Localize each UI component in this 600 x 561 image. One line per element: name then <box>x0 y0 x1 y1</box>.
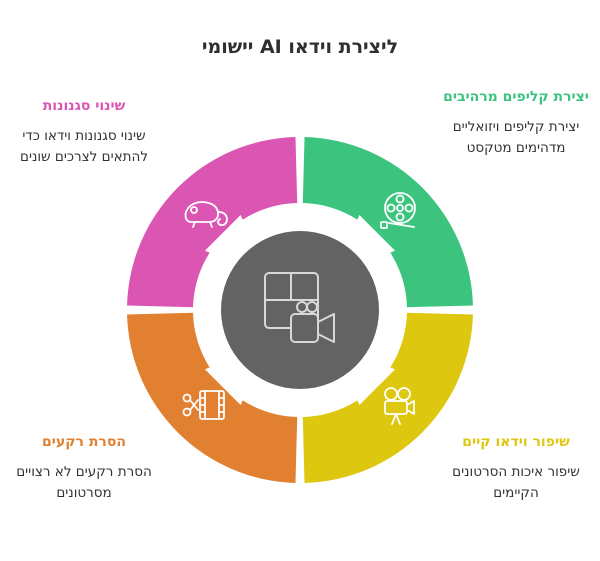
ring-connector <box>344 354 395 405</box>
desc-style-change: שינוי סגנונות וידאו כדי להתאים לצרכים שו… <box>20 128 148 165</box>
film-scissors-icon <box>182 390 225 420</box>
desc-video-enhance: שיפור איכות הסרטונים הקיימים <box>452 464 580 501</box>
heading-video-enhance: שיפור וידאו קיים <box>462 434 570 450</box>
block-style-change: שינוי סגנונות שינוי סגנונות וידאו כדי לה… <box>4 96 164 168</box>
desc-create-clips: יצירת קליפים ויזואליים מדהימים מטקסט <box>452 119 580 156</box>
desc-background-removal: הסרת רקעים לא רצויים מסרטונים <box>16 464 152 501</box>
film-reel-icon <box>380 192 416 229</box>
heading-create-clips: יצירת קליפים מרהיבים <box>443 89 589 105</box>
block-create-clips: יצירת קליפים מרהיבים יצירת קליפים ויזואל… <box>436 87 596 159</box>
ring-connector <box>344 215 395 266</box>
block-video-enhance: שיפור וידאו קיים שיפור איכות הסרטונים הק… <box>436 432 596 504</box>
video-layout-icon <box>264 272 335 343</box>
heading-style-change: שינוי סגנונות <box>42 98 126 114</box>
ring-connectors <box>205 215 395 405</box>
chameleon-icon <box>184 201 228 228</box>
ring-connector <box>205 354 256 405</box>
ring-connector <box>205 215 256 266</box>
block-background-removal: הסרת רקעים הסרת רקעים לא רצויים מסרטונים <box>4 432 164 504</box>
heading-background-removal: הסרת רקעים <box>42 434 126 450</box>
diagram-title: ליצירת וידאו AI יישומי <box>201 36 399 58</box>
video-camera-icon <box>384 387 415 425</box>
